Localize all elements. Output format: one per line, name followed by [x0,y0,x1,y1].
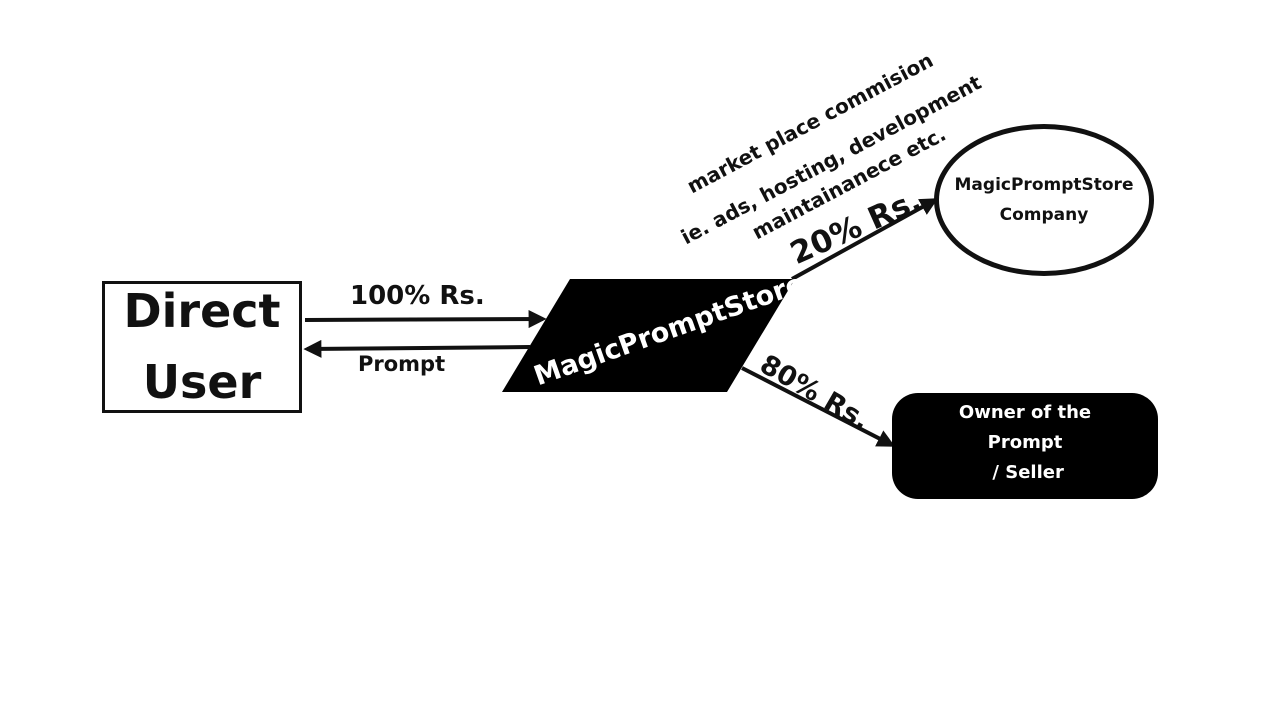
direct-user-line2: User [142,355,262,409]
payment-in-label: 100% Rs. [350,281,485,311]
arrow-store-to-seller [741,366,896,447]
seller-line1: Owner of the [958,402,1092,423]
seller-line2: Prompt [987,432,1063,453]
direct-user-box: Direct User [102,281,302,413]
arrow-store-to-company [791,198,939,281]
store-parallelogram [502,279,795,392]
arrow-store-to-user [303,339,531,358]
company-ellipse: MagicPromptStore Company [934,124,1154,276]
seller-box: Owner of the Prompt / Seller [892,393,1158,499]
seller-line3: / Seller [986,462,1064,483]
company-line1: MagicPromptStore [954,175,1134,195]
prompt-back-label: Prompt [358,352,446,376]
arrow-user-to-store [304,310,547,329]
company-line2: Company [999,205,1089,225]
direct-user-line1: Direct [123,283,281,338]
